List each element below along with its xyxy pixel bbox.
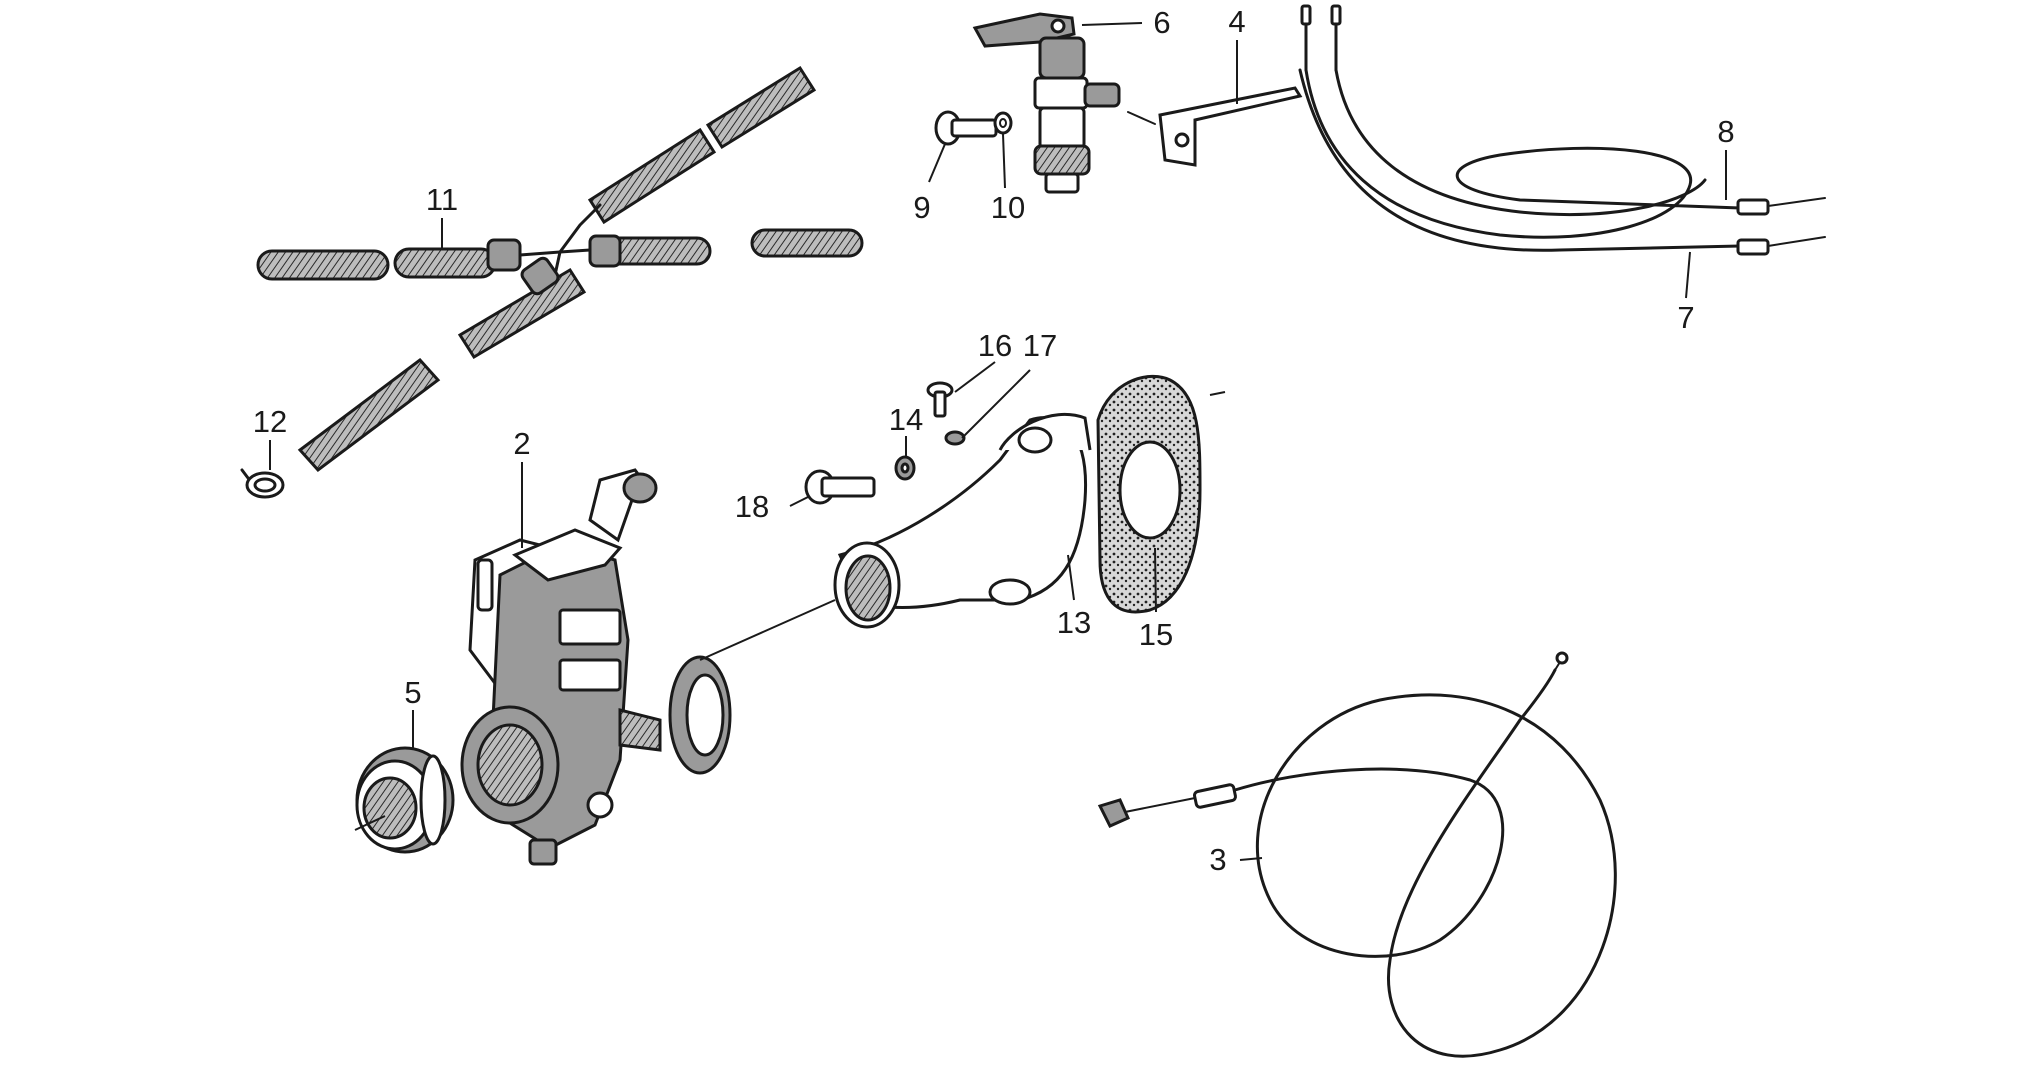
callout-4: 4 [1228,4,1245,39]
callout-15: 15 [1139,617,1173,652]
leader-18 [789,496,809,507]
hose-segment [256,249,390,281]
twin-throttle-cables [1298,4,1826,256]
leader-10 [1002,133,1006,189]
leader-16 [954,361,996,393]
callout-13: 13 [1057,605,1091,640]
leader-6 [1081,22,1143,26]
hose-clip [240,468,285,499]
callout-11: 11 [426,182,458,217]
manifold-gasket [1096,374,1202,614]
callout-18: 18 [735,489,769,524]
leader-13 [1067,554,1075,601]
tap-screw [934,110,998,146]
carb-adapter-ring [355,746,455,854]
manifold-screw [926,381,954,418]
hose-connector [486,238,522,272]
assembly-centerline [699,599,836,661]
callout-9: 9 [913,190,930,225]
callout-8: 8 [1717,114,1734,149]
callout-3: 3 [1209,842,1226,877]
callout-leaders [269,22,1727,861]
callout-7: 7 [1677,300,1694,335]
leader-17 [961,369,1031,439]
callout-2: 2 [513,426,530,461]
leader-15 [1154,547,1157,613]
hose-segment [587,127,717,225]
callout-10: 10 [991,190,1025,225]
leader-9 [928,143,946,183]
hose-connector [588,234,622,268]
callout-16: 16 [978,328,1012,363]
manifold-bolt [804,469,876,505]
hose-segment [750,228,864,258]
intake-manifold [833,412,1092,629]
tap-washer [993,111,1013,135]
leader-7 [1685,251,1691,299]
manifold-nut [944,430,966,446]
callout-14: 14 [889,402,923,437]
manifold-washer [894,455,916,481]
hose-connector [520,256,560,296]
hose-segment [297,357,441,473]
carburettor [460,468,732,866]
hose-segment [457,267,587,360]
hose-segment [705,65,817,150]
assembly-centerline [1209,391,1226,396]
fuel-tap [972,12,1121,194]
callout-6: 6 [1153,5,1170,40]
leader-3b [1239,857,1263,861]
callout-17: 17 [1023,328,1057,363]
hose-segment [393,247,497,279]
callout-5: 5 [404,675,421,710]
callout-12: 12 [253,404,287,439]
assembly-centerline [354,815,386,831]
fuel-hose-assembly [256,65,864,473]
choke-cable [1097,651,1617,1058]
fuel-tap-bracket [1127,86,1303,167]
